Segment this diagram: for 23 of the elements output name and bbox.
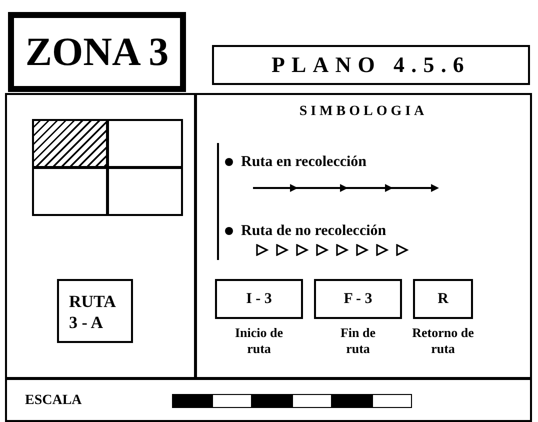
grid-cell — [107, 167, 183, 216]
grid-cell — [107, 119, 183, 168]
panel-heading: SIMBOLOGIA — [298, 103, 429, 120]
panel — [195, 93, 532, 379]
panel — [5, 378, 532, 422]
box-caption: Inicio de ruta — [234, 325, 284, 358]
box-caption: Fin de ruta — [339, 325, 377, 358]
legend-text: Ruta en recolección — [241, 153, 367, 172]
grid-cell — [32, 167, 108, 216]
grid-cell — [5, 93, 196, 379]
box-caption: Retorno de ruta — [412, 325, 474, 358]
box-text: R — [438, 290, 448, 308]
label-box — [57, 279, 133, 343]
box-text: ZONA 3 — [25, 28, 169, 76]
box-text: PLANO 4.5.6 — [271, 51, 471, 79]
legend-text: Ruta de no recolección — [241, 222, 386, 240]
scale-label: ESCALA — [25, 392, 82, 410]
grid-cell — [32, 119, 108, 168]
box-text: F - 3 — [344, 290, 372, 308]
box-text: I - 3 — [246, 290, 272, 308]
box-text: RUTA 3 - A — [68, 291, 116, 334]
label-box — [212, 45, 530, 85]
label-box — [8, 12, 186, 92]
